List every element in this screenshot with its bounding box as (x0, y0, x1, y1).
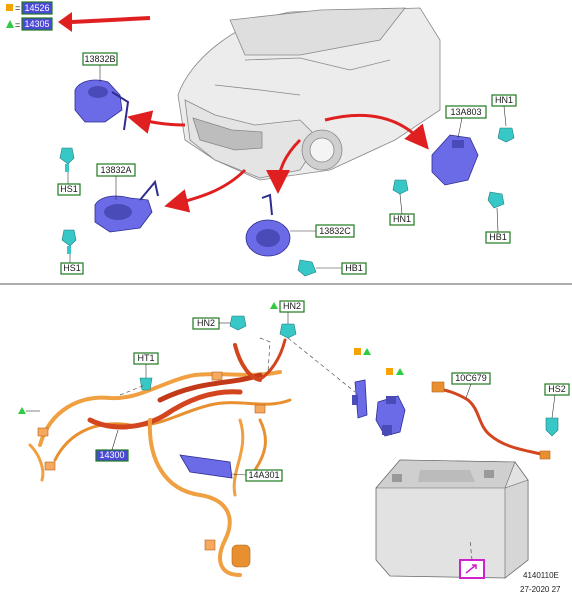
battery (375, 459, 529, 579)
square-icon (6, 4, 13, 11)
horn-13832C (245, 193, 291, 257)
fastener-HS1-top (59, 147, 75, 172)
triangle-icon (270, 302, 278, 309)
triangle-icon (6, 20, 14, 28)
legend-label-14526: 14526 (24, 3, 49, 13)
label-HS2: HS2 (548, 384, 566, 394)
fastener-HB1-right (487, 191, 505, 209)
label-HS1-bottom: HS1 (63, 263, 81, 273)
horn-13832A (94, 179, 159, 233)
fastener-HS1-bottom (61, 229, 77, 254)
fastener-HN1-left (392, 179, 409, 195)
label-14A301: 14A301 (248, 470, 279, 480)
car-illustration (177, 7, 441, 181)
harness-connectors (37, 371, 266, 568)
harness-bracket-14A301 (179, 454, 233, 479)
dashed-leaders (119, 337, 356, 396)
fuse-box-bracket (375, 395, 406, 437)
diagram-date: 27-2020 27 (520, 585, 561, 594)
label-13832B: 13832B (84, 54, 115, 64)
diagram-code: 4140110E (523, 571, 559, 580)
legend-pointer-arrow (71, 16, 151, 24)
label-13A803: 13A803 (450, 107, 481, 117)
module-13A803 (431, 134, 479, 186)
wiring-harness-14300 (28, 338, 292, 577)
legend-label-14305: 14305 (24, 19, 49, 29)
label-10C679: 10C679 (455, 373, 487, 383)
label-14300: 14300 (99, 450, 124, 460)
svg-text:=: = (15, 3, 20, 13)
square-icon (354, 348, 361, 355)
fastener-HB1-mid (297, 259, 317, 277)
triangle-icon (363, 348, 371, 355)
horn-13832B (74, 79, 130, 131)
label-HS1-top: HS1 (60, 184, 78, 194)
label-13832C: 13832C (319, 226, 351, 236)
bracket-small (352, 379, 368, 419)
svg-text:=: = (15, 20, 20, 30)
fastener-HN2-left (229, 315, 247, 331)
battery-cable-10C679 (431, 381, 551, 460)
label-HB1-right: HB1 (489, 232, 507, 242)
fastener-HT1 (139, 377, 153, 391)
legend: = 14526 = 14305 (6, 1, 151, 32)
label-HN1-top: HN1 (495, 95, 513, 105)
triangle-icon (18, 407, 26, 414)
fastener-HN1-top (497, 127, 515, 143)
legend-arrowhead (58, 12, 72, 32)
legend-label-box (21, 17, 53, 31)
arrow-callout-icon (459, 559, 485, 579)
label-HB1-mid: HB1 (345, 263, 363, 273)
label-13832A: 13832A (100, 165, 131, 175)
square-icon (386, 368, 393, 375)
callout-arrows (127, 110, 429, 213)
label-HN1-left: HN1 (393, 214, 411, 224)
fastener-HS2 (545, 417, 559, 437)
label-HN2-left: HN2 (197, 318, 215, 328)
label-HN2-top: HN2 (283, 301, 301, 311)
legend-label-box (21, 1, 53, 15)
fastener-HN2-top (279, 323, 297, 339)
label-HT1: HT1 (137, 353, 154, 363)
triangle-icon (396, 368, 404, 375)
